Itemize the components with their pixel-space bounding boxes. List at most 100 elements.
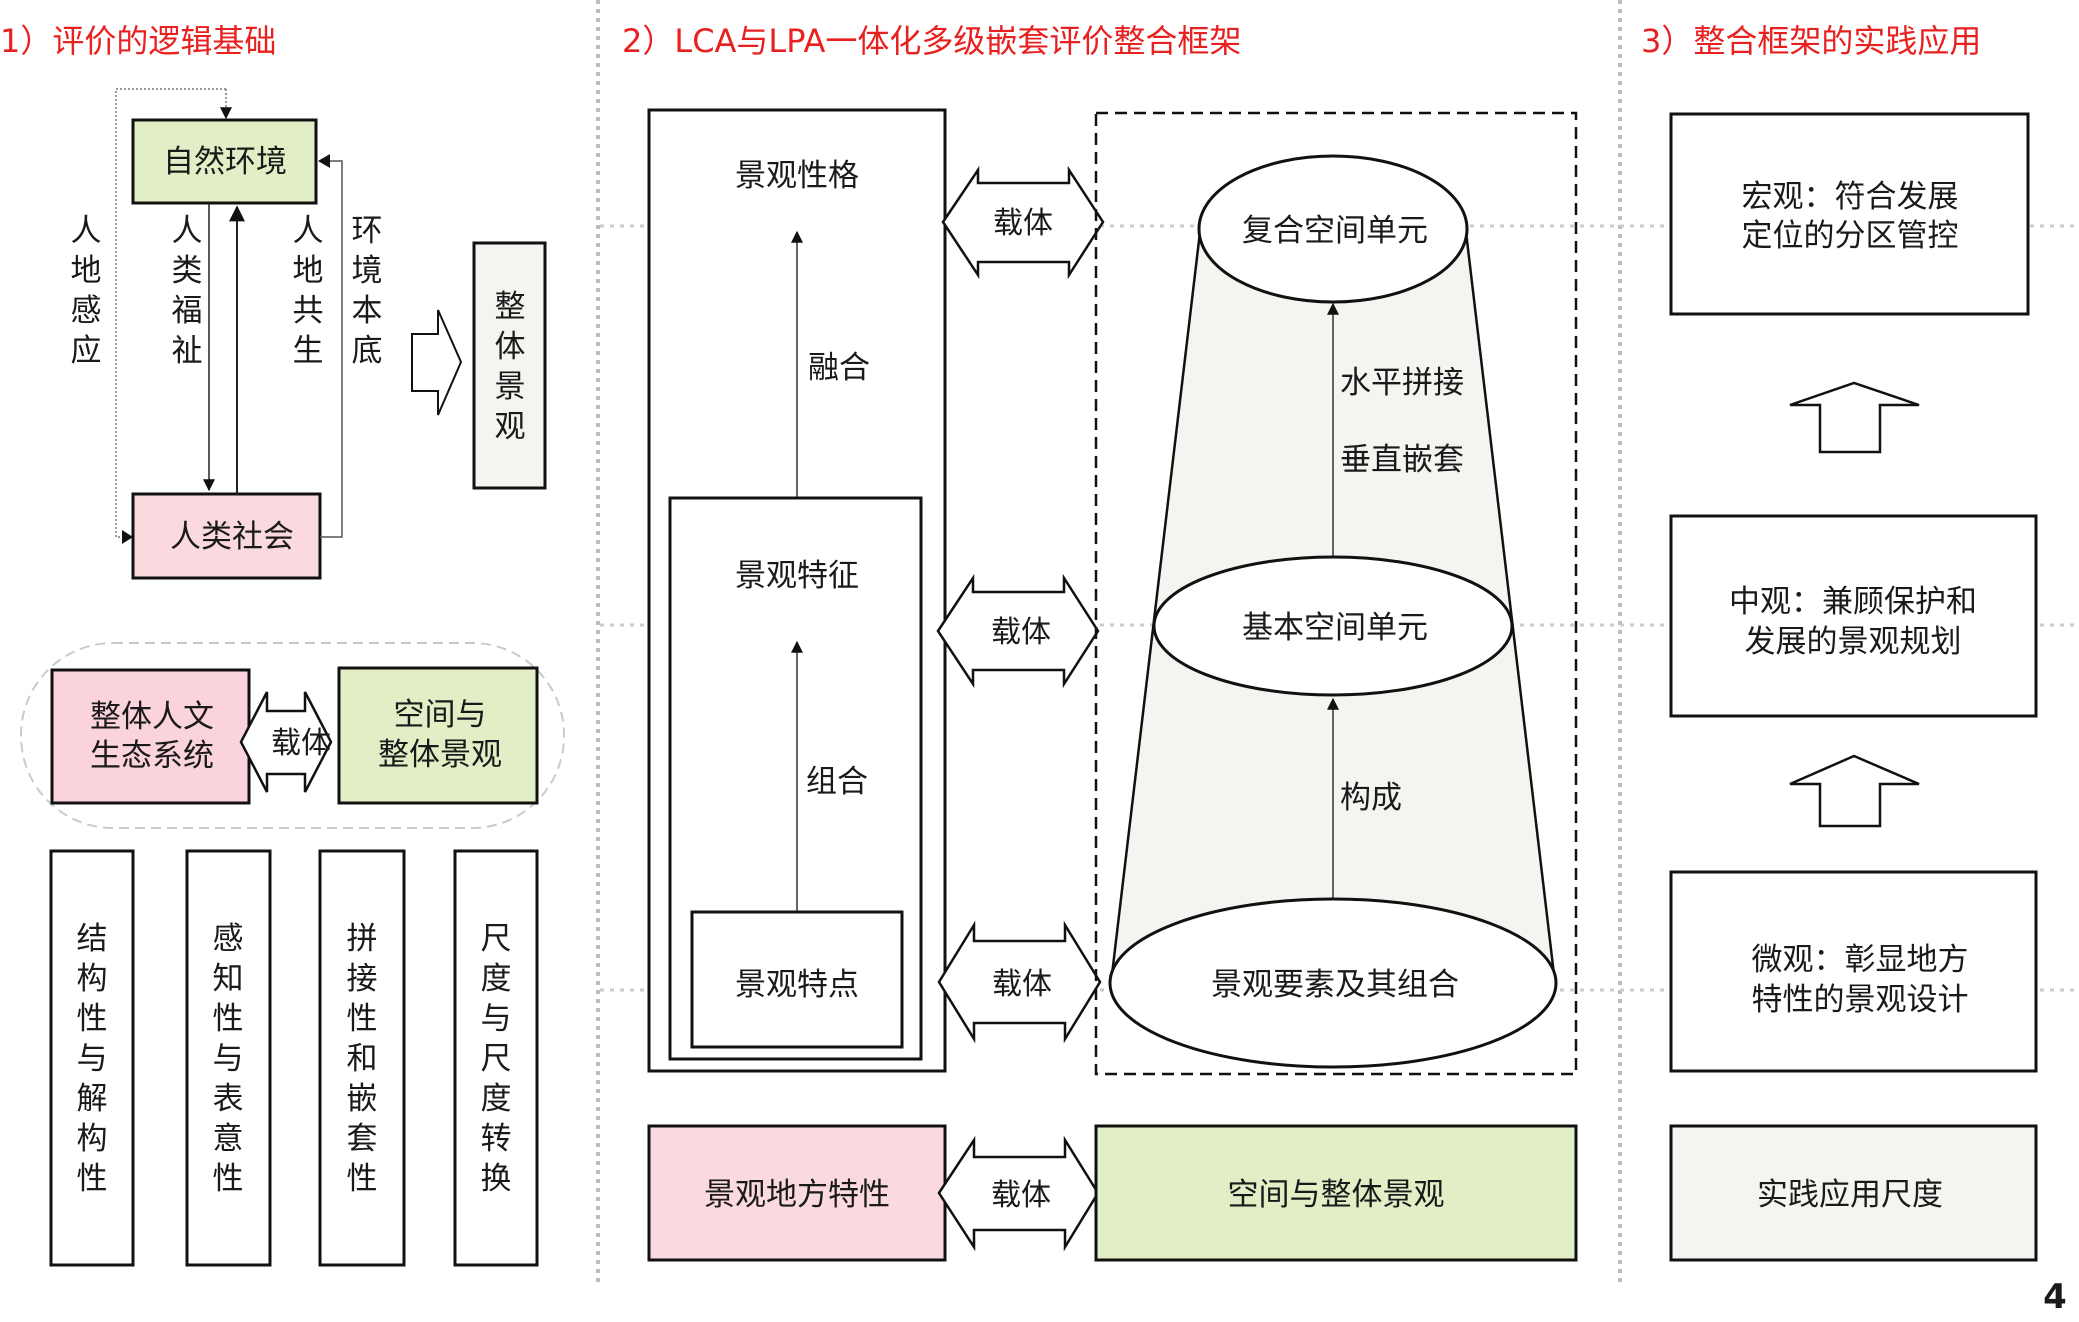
vertical-char: 性 xyxy=(213,1161,244,1197)
property-label: 结构性与解构性 xyxy=(77,921,108,1197)
practice-scale-label: 实践应用尺度 xyxy=(1757,1177,1943,1213)
space-whole-landscape-label-line1: 空间与 xyxy=(394,697,487,733)
hollow-up-arrow-icon xyxy=(1789,381,1920,454)
carrier-label: 载体 xyxy=(271,726,331,761)
compose-label: 构成 xyxy=(1340,780,1402,816)
vertical-char: 应 xyxy=(71,333,102,369)
vertical-char: 知 xyxy=(213,961,244,997)
vertical-char: 景 xyxy=(495,369,526,405)
vertical-char: 表 xyxy=(213,1081,244,1117)
vertical-char: 感 xyxy=(213,921,244,957)
property-label: 拼接性和嵌套性 xyxy=(347,921,378,1197)
space-whole-landscape-box xyxy=(337,666,539,805)
vertical-char: 转 xyxy=(481,1121,512,1157)
practical-application-diagram: 宏观：符合发展 定位的分区管控 中观：兼顾保护和 发展的景观规划 微观：彰显地方… xyxy=(1669,112,2038,1262)
vertical-char: 地 xyxy=(71,253,102,289)
landscape-elements-label: 景观要素及其组合 xyxy=(1211,967,1459,1003)
space-whole-landscape-bottom-label: 空间与整体景观 xyxy=(1228,1177,1445,1213)
property-box: 拼接性和嵌套性 xyxy=(318,849,406,1267)
whole-landscape-label: 整体景观 xyxy=(495,289,526,445)
practice-scale-box xyxy=(1669,1124,2038,1262)
space-whole-landscape-label-line2: 整体景观 xyxy=(378,737,502,773)
vertical-char: 构 xyxy=(77,961,108,997)
vertical-char: 底 xyxy=(352,333,383,369)
vertical-char: 尺 xyxy=(481,1041,512,1077)
vertical-char: 性 xyxy=(213,1001,244,1037)
relation-perception: 人地感应 xyxy=(71,213,102,369)
vertical-char: 解 xyxy=(77,1081,108,1117)
vertical-char: 人 xyxy=(71,213,102,249)
basic-unit-label: 基本空间单元 xyxy=(1242,610,1428,646)
vertical-char: 体 xyxy=(495,329,526,365)
vertical-char: 观 xyxy=(495,409,526,445)
integrated-framework-diagram: 景观性格 融合 景观特征 组合 景观特点 载体 载体 载体 复合空间单元 xyxy=(647,108,1578,1262)
micro-box xyxy=(1669,870,2038,1073)
meso-label-line2: 发展的景观规划 xyxy=(1745,624,1962,660)
carrier-label: 载体 xyxy=(992,967,1052,1002)
vertical-char: 与 xyxy=(213,1041,244,1077)
composite-unit-label: 复合空间单元 xyxy=(1242,213,1428,249)
carrier-label: 载体 xyxy=(991,615,1051,650)
page-number: 4 xyxy=(2043,1277,2067,1317)
vertical-char: 意 xyxy=(213,1121,244,1157)
hollow-right-arrow-icon xyxy=(411,309,463,416)
carrier-label: 载体 xyxy=(993,206,1053,241)
vertical-char: 接 xyxy=(347,961,378,997)
vertical-char: 和 xyxy=(347,1041,378,1077)
carrier-double-arrow-icon xyxy=(239,691,333,793)
vertical-char: 环 xyxy=(352,213,383,249)
human-eco-system-box xyxy=(50,668,251,805)
whole-landscape-box xyxy=(472,241,547,490)
vertical-char: 境 xyxy=(352,253,383,289)
vertical-char: 结 xyxy=(77,921,108,957)
horizontal-splice-label: 水平拼接 xyxy=(1340,365,1464,401)
vertical-char: 度 xyxy=(481,961,512,997)
spatial-unit-container xyxy=(1094,111,1578,1076)
carrier-arrow-bottom: 载体 xyxy=(937,1135,1100,1252)
environment-base-arrow-head xyxy=(318,154,330,168)
carrier-arrow-middle: 载体 xyxy=(936,573,1100,689)
vertical-char: 换 xyxy=(481,1161,512,1197)
meso-label-line1: 中观：兼顾保护和 xyxy=(1729,584,1977,620)
vertical-char: 本 xyxy=(352,293,383,329)
hollow-up-arrow-icon xyxy=(1789,754,1920,828)
vertical-char: 类 xyxy=(172,253,203,289)
vertical-char: 性 xyxy=(77,1161,108,1197)
fusion-label: 融合 xyxy=(808,350,870,386)
relation-welfare: 人类福祉 xyxy=(172,213,203,369)
landscape-point-label: 景观特点 xyxy=(735,967,859,1003)
basic-unit-ellipse xyxy=(1152,555,1514,697)
logic-basis-diagram: 自然环境 人类社会 人地感应 人类福祉 人地共生 环境本底 整体景观 整体人文 … xyxy=(20,88,565,1267)
vertical-char: 与 xyxy=(481,1001,512,1037)
combination-label: 组合 xyxy=(806,764,868,800)
landscape-elements-ellipse xyxy=(1108,897,1558,1069)
vertical-char: 人 xyxy=(172,213,203,249)
human-society-label: 人类社会 xyxy=(170,519,294,555)
human-eco-system-label-line2: 生态系统 xyxy=(90,738,214,774)
property-box: 结构性与解构性 xyxy=(49,849,135,1267)
landscape-place-identity-label: 景观地方特性 xyxy=(704,1177,890,1213)
macro-label-line2: 定位的分区管控 xyxy=(1742,218,1959,254)
vertical-char: 度 xyxy=(481,1081,512,1117)
landscape-feature-label: 景观特征 xyxy=(735,558,859,594)
micro-label-line2: 特性的景观设计 xyxy=(1752,982,1969,1018)
system-group-container xyxy=(20,642,565,829)
carrier-double-arrow-icon xyxy=(937,920,1102,1044)
property-label: 感知性与表意性 xyxy=(213,921,244,1197)
section3-title: 3）整合框架的实践应用 xyxy=(1641,22,1981,60)
nature-environment-label: 自然环境 xyxy=(163,144,287,180)
micro-label-line1: 微观：彰显地方 xyxy=(1752,942,1969,978)
vertical-char: 拼 xyxy=(347,921,378,957)
vertical-char: 人 xyxy=(293,213,324,249)
relation-symbiosis: 人地共生 xyxy=(293,213,324,369)
vertical-char: 套 xyxy=(347,1121,378,1157)
human-eco-system-label-line1: 整体人文 xyxy=(90,699,214,735)
carrier-arrow-lower: 载体 xyxy=(937,920,1102,1044)
carrier-double-arrow-icon xyxy=(941,165,1105,280)
environment-base-line xyxy=(320,160,343,538)
vertical-char: 地 xyxy=(293,253,324,289)
carrier-arrow-top: 载体 xyxy=(941,165,1105,280)
vertical-char: 嵌 xyxy=(347,1081,378,1117)
property-box: 尺度与尺度转换 xyxy=(453,849,539,1267)
